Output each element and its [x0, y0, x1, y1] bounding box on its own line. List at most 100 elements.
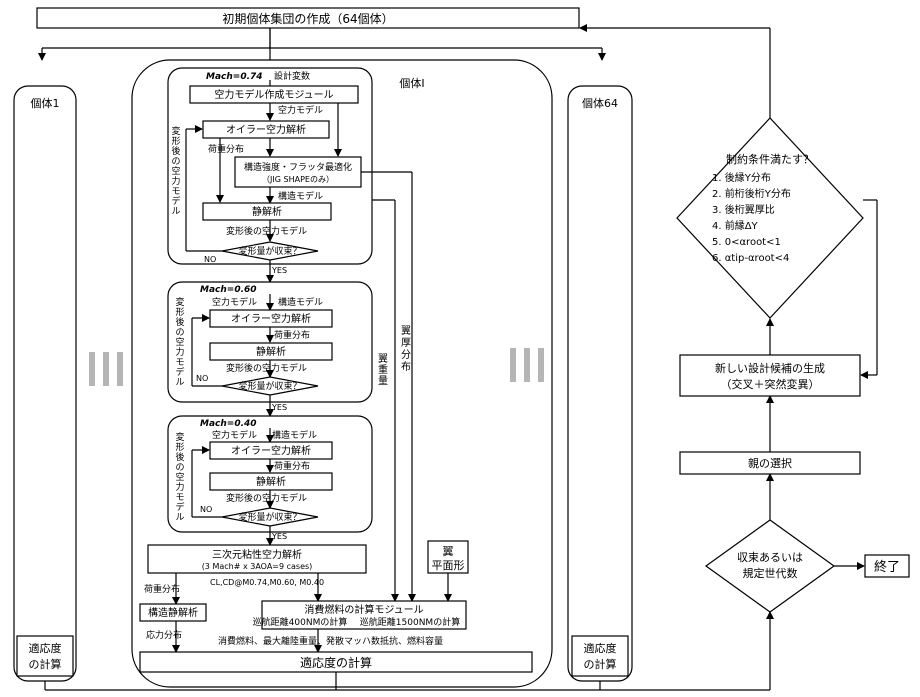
svg-text:翼: 翼 — [401, 325, 411, 337]
stage3-yes: YES — [271, 532, 287, 541]
constraint-6: 6. αtip-αroot<4 — [712, 253, 789, 264]
wing-thickness-label: 翼 厚 分 布 — [401, 325, 411, 373]
convergence-diamond — [704, 519, 836, 613]
individual-i-title: 個体I — [399, 76, 424, 90]
fuel-module-line2b: 巡航距離1500NMの計算 — [360, 616, 460, 628]
stage3-euler-box — [209, 441, 333, 460]
aero-model-module-box — [189, 85, 359, 104]
constraint-title: 制約条件満たす？ — [726, 152, 814, 166]
individual-1-fitness-line2: の計算 — [29, 657, 62, 671]
svg-text:ル: ル — [171, 207, 180, 217]
stage3-aero-model: 空力モデル — [212, 429, 257, 441]
stage3-load-dist: 荷重分布 — [274, 460, 310, 472]
svg-text:形: 形 — [171, 135, 180, 147]
individual-1-fitness-line1: 適応度 — [29, 641, 62, 655]
svg-text:デ: デ — [175, 366, 184, 378]
constraint-5: 5. 0<αroot<1 — [712, 237, 781, 248]
individual-64-title: 個体64 — [582, 96, 618, 110]
svg-text:の: の — [175, 463, 184, 473]
ellipsis-bars-left — [89, 352, 123, 386]
stage1-struct-model-label: 構造モデル — [278, 190, 323, 202]
svg-text:空: 空 — [175, 471, 184, 483]
stage2-no: NO — [196, 374, 208, 383]
svg-text:モ: モ — [175, 358, 184, 368]
svg-text:デ: デ — [175, 501, 184, 513]
stage2-load-dist: 荷重分布 — [274, 329, 310, 341]
stage3-euler-label: オイラー空力解析 — [231, 444, 311, 457]
ellipsis-bars-right — [510, 348, 544, 382]
svg-text:の: の — [175, 328, 184, 338]
stage2-static-box — [209, 342, 333, 361]
svg-text:空: 空 — [171, 165, 180, 177]
svg-text:空: 空 — [175, 336, 184, 348]
stage3-deformed-label: 変形後の空力モデル — [226, 492, 307, 504]
stage1-static-box — [202, 202, 332, 221]
svg-text:重: 重 — [378, 363, 388, 376]
aero-model-module-label: 空力モデル作成モジュール — [214, 88, 333, 101]
individual-64-fitness-box — [571, 635, 629, 677]
wing-planform-box — [427, 540, 469, 574]
stage1-aero-model-label: 空力モデル — [278, 104, 323, 116]
stage3-converge-label: 変形量が収束？ — [238, 511, 301, 523]
fuel-module-box — [261, 600, 467, 630]
svg-text:変: 変 — [175, 296, 184, 308]
svg-text:厚: 厚 — [401, 337, 411, 349]
svg-text:分: 分 — [401, 349, 411, 361]
svg-text:モ: モ — [171, 187, 180, 197]
svg-text:変: 変 — [171, 125, 180, 137]
individual-1-fitness-box — [16, 635, 74, 677]
wing-planform-line1: 翼 — [443, 545, 454, 558]
struct-opt-line1: 構造強度・フラッタ最適化 — [244, 161, 352, 173]
svg-text:デ: デ — [171, 195, 180, 207]
wing-weight-label: 翼 重 量 — [378, 353, 388, 387]
stage1-load-dist-label: 荷重分布 — [208, 143, 244, 155]
constraint-2: 2. 前桁後桁Y分布 — [712, 187, 791, 200]
struct-opt-line2: （JIG SHAPEのみ） — [262, 175, 334, 184]
svg-text:形: 形 — [175, 306, 184, 318]
convergence-line1: 収束あるいは — [737, 551, 803, 564]
viscous-analysis-line1: 三次元粘性空力解析 — [212, 548, 302, 561]
constraint-diamond — [676, 117, 864, 319]
svg-text:翼: 翼 — [378, 353, 388, 365]
constraint-1: 1. 後縁Y分布 — [712, 171, 771, 184]
svg-text:変: 変 — [175, 431, 184, 443]
stage2-static-label: 静解析 — [256, 345, 286, 358]
cl-cd-label: CL,CD@M0.74,M0.60, M0.40 — [210, 578, 324, 587]
lower-load-dist: 荷重分布 — [144, 583, 180, 595]
stage2-converge-label: 変形量が収束？ — [238, 380, 301, 392]
stage1-side-label: 変 形 後 の 空 力 モ デ ル — [171, 125, 180, 217]
svg-text:後: 後 — [171, 145, 180, 157]
stage1-deformed-label: 変形後の空力モデル — [226, 225, 307, 237]
fuel-module-line1: 消費燃料の計算モジュール — [304, 603, 423, 616]
stage1-euler-box — [202, 120, 330, 139]
stage1-converge-label: 変形量が収束？ — [238, 245, 301, 257]
constraint-4: 4. 前縁ΔY — [712, 219, 759, 232]
struct-static-label: 構造静解析 — [148, 606, 198, 619]
constraint-3: 3. 後桁翼厚比 — [712, 203, 775, 216]
stage2-aero-model: 空力モデル — [212, 296, 257, 308]
stage2-deformed-label: 変形後の空力モデル — [226, 362, 307, 374]
individual-64-fitness-line2: の計算 — [584, 657, 617, 671]
stage1-static-label: 静解析 — [252, 205, 282, 218]
svg-text:力: 力 — [175, 346, 184, 358]
end-label: 終了 — [874, 559, 900, 575]
svg-text:布: 布 — [401, 361, 411, 373]
end-box — [864, 554, 910, 578]
stage2-struct-model: 構造モデル — [278, 296, 323, 308]
stage3-struct-model: 構造モデル — [272, 429, 317, 441]
stage1-no: NO — [204, 255, 216, 264]
individual-1-title: 個体1 — [31, 96, 60, 110]
individual-64-panel — [567, 85, 633, 682]
convergence-line2: 規定世代数 — [743, 566, 798, 580]
stage2-mach: Mach=0.60 — [200, 285, 257, 295]
stress-dist-label: 応力分布 — [146, 629, 182, 641]
stage2-euler-label: オイラー空力解析 — [231, 312, 311, 325]
individual-64-fitness-line1: 適応度 — [584, 641, 617, 655]
svg-text:後: 後 — [175, 316, 184, 328]
fuel-module-line2a: 巡航距離400NMの計算 — [253, 616, 348, 628]
svg-text:の: の — [171, 157, 180, 167]
viscous-analysis-box — [147, 544, 367, 574]
fitness-calc-label: 適応度の計算 — [300, 655, 372, 670]
svg-text:ル: ル — [175, 513, 184, 523]
